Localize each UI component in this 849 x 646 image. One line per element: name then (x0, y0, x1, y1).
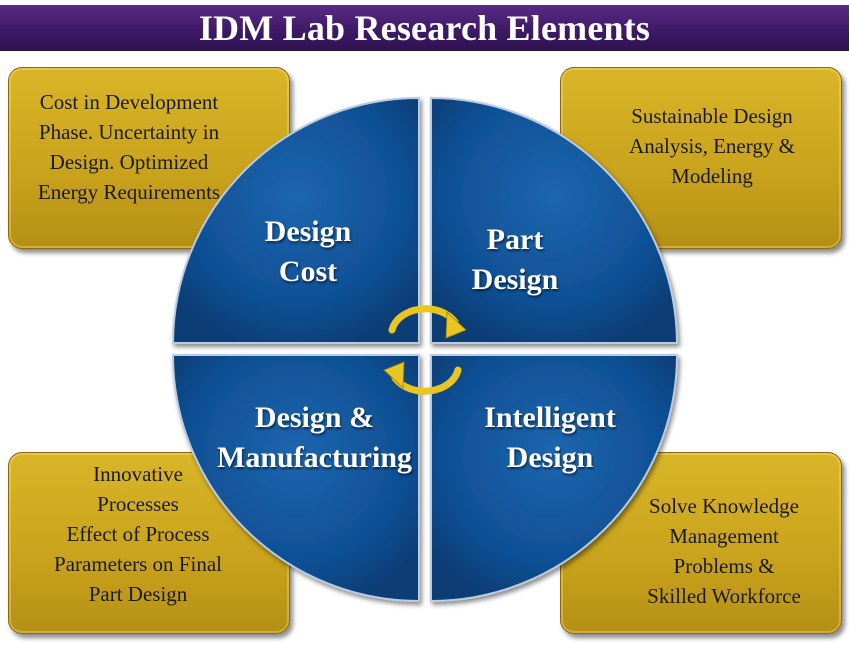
quadrant-design-cost (171, 96, 420, 344)
quadrant-label-design-cost: Design Cost (264, 215, 352, 288)
box-text-bottom-left: Innovative Processes Effect of Process P… (54, 462, 222, 606)
page-title: IDM Lab Research Elements (198, 8, 651, 48)
box-text-top-left: Cost in Development Phase. Uncertainty i… (37, 90, 221, 204)
title-bar: IDM Lab Research Elements (0, 5, 849, 51)
quadrant-label-intelligent-design: Intelligent Design (484, 401, 616, 474)
arrow-head-left-icon (383, 361, 405, 389)
box-text-bottom-right: Solve Knowledge Management Problems & Sk… (647, 494, 801, 608)
quadrant-design-manufacturing (171, 354, 420, 603)
quadrant-part-design (430, 96, 679, 344)
box-text-top-right: Sustainable Design Analysis, Energy & Mo… (629, 104, 795, 188)
box-bottom-right (560, 452, 842, 634)
quadrant-intelligent-design (430, 354, 679, 603)
quadrant-label-design-manufacturing: Design & Manufacturing (217, 401, 412, 474)
arrow-head-right-icon (445, 311, 467, 339)
quadrant-label-part-design: Part Design (471, 223, 559, 296)
